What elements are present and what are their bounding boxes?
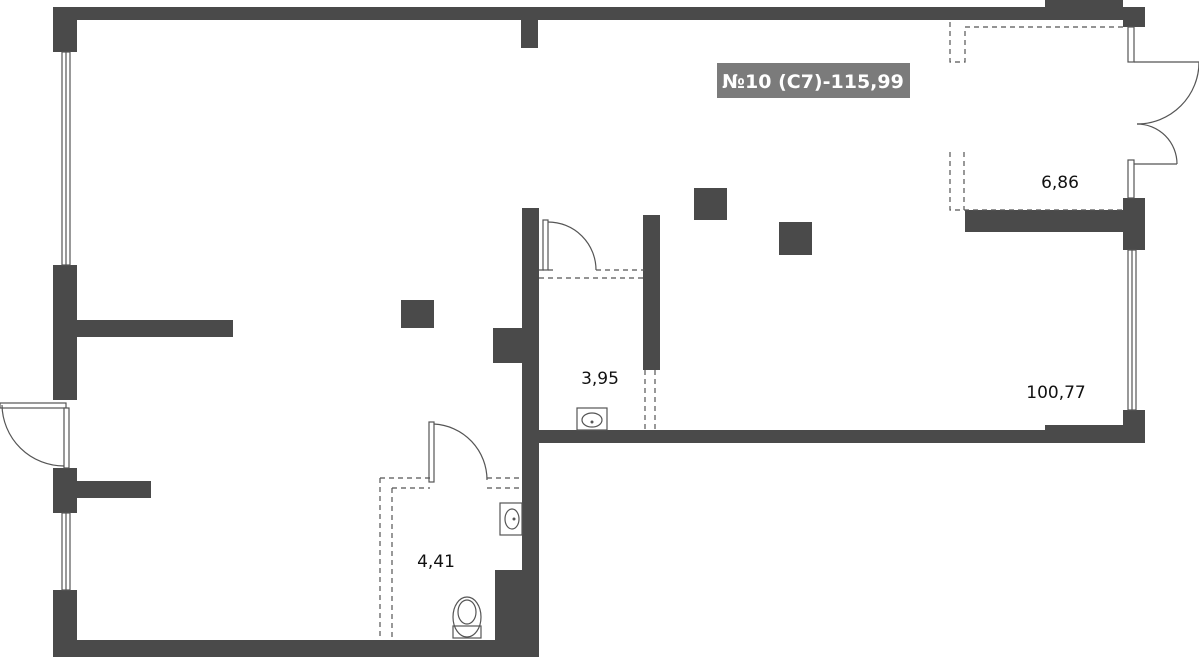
- outer-walls: [53, 0, 1145, 657]
- dashed-partitions: [379, 22, 1123, 640]
- room-area-labels: 6,86 3,95 100,77 4,41: [417, 173, 1086, 572]
- inner-walls: [77, 15, 1145, 657]
- large-bathroom-area-label: 4,41: [417, 552, 455, 572]
- apartment-title: №10 (С7)-115,99: [722, 71, 904, 93]
- small-bathroom-area-label: 3,95: [581, 369, 619, 389]
- apartment-title-badge: №10 (С7)-115,99: [717, 63, 910, 98]
- main-hall-area-label: 100,77: [1026, 383, 1085, 403]
- columns: [401, 188, 812, 328]
- terrace-area-label: 6,86: [1041, 173, 1079, 193]
- toilet-large-bathroom: [452, 596, 482, 639]
- sink-large-bathroom: [499, 502, 523, 536]
- fixtures: [452, 407, 608, 639]
- windows: [61, 26, 1137, 591]
- sink-small-bathroom: [576, 407, 608, 431]
- doors: [0, 61, 1199, 483]
